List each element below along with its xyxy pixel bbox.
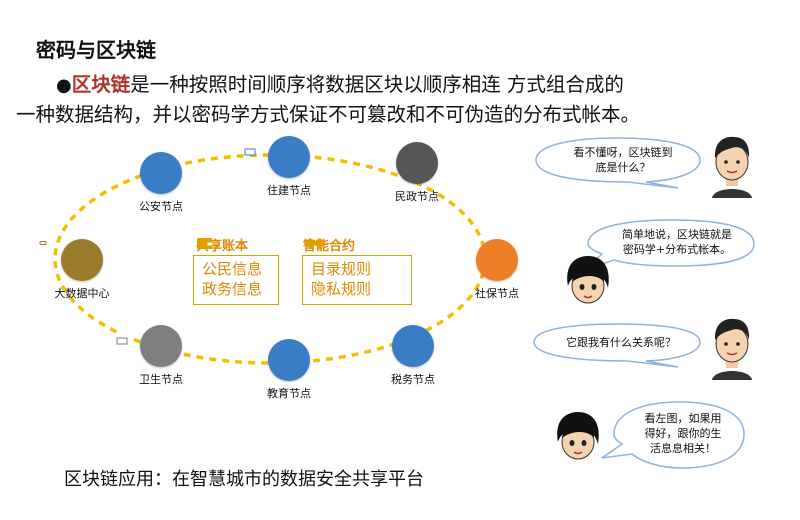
- intro-line-1: ●区块链是一种按照时间顺序将数据区块以顺序相连 方式组合成的: [56, 68, 624, 97]
- magnifier-icon: [365, 327, 383, 345]
- clipboard-icon: [37, 241, 49, 258]
- flashlight-icon: [449, 242, 464, 258]
- node-education[interactable]: 教育节点: [239, 339, 339, 401]
- node-circle: [365, 325, 434, 367]
- bubble-shape: [583, 219, 755, 271]
- printer-icon: [114, 328, 130, 345]
- bubble-shape: [533, 323, 701, 368]
- node-civil-affairs[interactable]: 民政节点: [367, 142, 467, 204]
- bubble-line: 它跟我有什么关系呢？: [566, 336, 676, 349]
- node-label: 民政节点: [395, 190, 439, 203]
- speech-bubble-2: 简单地说，区块链就是 密码学+分布式帐本。: [580, 214, 760, 276]
- female-avatar-icon: [567, 256, 609, 304]
- female-avatar: [562, 252, 614, 318]
- male-avatar: [704, 128, 760, 202]
- female-avatar: [552, 408, 604, 474]
- smart-contract-box: 目录规则 隐私规则: [302, 255, 412, 305]
- node-public-security[interactable]: 公安节点: [111, 152, 211, 214]
- node-circle: [372, 142, 438, 184]
- node-label: 住建节点: [267, 184, 311, 197]
- speech-bubble-4: 看左图，如果用 得好，跟你的生 活息息相关！: [600, 398, 750, 474]
- smart-contract-header: 智能合约: [303, 235, 355, 254]
- shared-ledger-header: 共享账本: [196, 235, 248, 254]
- page-title: 密码与区块链: [36, 38, 156, 62]
- bubble-line: 活息息相关！: [650, 442, 716, 455]
- figure-caption: 区块链应用：在智慧城市的数据安全共享平台: [64, 469, 424, 490]
- male-avatar-icon: [712, 318, 752, 380]
- smart-contract-item: 目录规则: [311, 260, 372, 278]
- speech-bubble-3: 它跟我有什么关系呢？: [528, 320, 708, 368]
- node-social-security[interactable]: 社保节点: [447, 239, 547, 301]
- node-housing[interactable]: 住建节点: [239, 136, 339, 198]
- node-circle: [115, 152, 182, 194]
- ellipsis-icon: [243, 351, 257, 355]
- bubble-line: 看不懂呀，区块链到: [573, 146, 673, 159]
- node-label: 公安节点: [139, 200, 183, 213]
- handshake-icon: [304, 238, 326, 249]
- intro-text-1: 是一种按照时间顺序将数据区块以顺序相连 方式组合成的: [130, 73, 624, 96]
- node-big-data-center[interactable]: 大数据中心: [32, 239, 132, 301]
- node-circle: [449, 239, 518, 281]
- term-blockchain: 区块链: [71, 73, 131, 96]
- male-avatar-icon: [712, 136, 752, 198]
- node-circle: [114, 325, 182, 367]
- bubble-line: 看左图，如果用: [644, 412, 722, 425]
- speech-bubble-1: 看不懂呀，区块链到 底是什么？: [528, 132, 708, 190]
- node-circle: [242, 136, 310, 178]
- node-label: 教育节点: [267, 387, 311, 400]
- node-label: 税务节点: [391, 373, 435, 386]
- shared-ledger-item: 公民信息: [202, 260, 263, 278]
- female-avatar-icon: [557, 412, 599, 460]
- intro-line-2: 一种数据结构，并以密码学方式保证不可篡改和不可伪造的分布式帐本。: [16, 103, 641, 126]
- node-label: 大数据中心: [54, 287, 110, 300]
- bubble-shape: [535, 137, 701, 189]
- blockchain-network-diagram: 住建节点 民政节点 社保节点 税务节点: [0, 125, 530, 425]
- node-label: 社保节点: [475, 287, 519, 300]
- bubble-line: 底是什么？: [595, 161, 651, 174]
- bubble-line: 得好，跟你的生: [644, 427, 722, 440]
- smart-contract-item: 隐私规则: [311, 280, 372, 298]
- bubble-line: 密码学+分布式帐本。: [622, 243, 732, 256]
- bullet: ●: [56, 75, 72, 96]
- leaf-icon: [115, 154, 129, 171]
- bubble-shape: [601, 401, 745, 469]
- node-circle: [37, 239, 103, 281]
- male-avatar: [704, 310, 760, 384]
- printer-icon: [242, 139, 258, 156]
- bubble-line: 简单地说，区块链就是: [622, 228, 732, 241]
- node-tax[interactable]: 税务节点: [363, 325, 463, 387]
- node-circle: [243, 339, 310, 381]
- node-health[interactable]: 卫生节点: [111, 325, 211, 387]
- wallet-icon: [197, 238, 214, 249]
- shared-ledger-item: 政务信息: [202, 280, 263, 298]
- node-label: 卫生节点: [139, 373, 183, 386]
- pencil-icon: [372, 146, 385, 159]
- shared-ledger-box: 公民信息 政务信息: [193, 255, 279, 305]
